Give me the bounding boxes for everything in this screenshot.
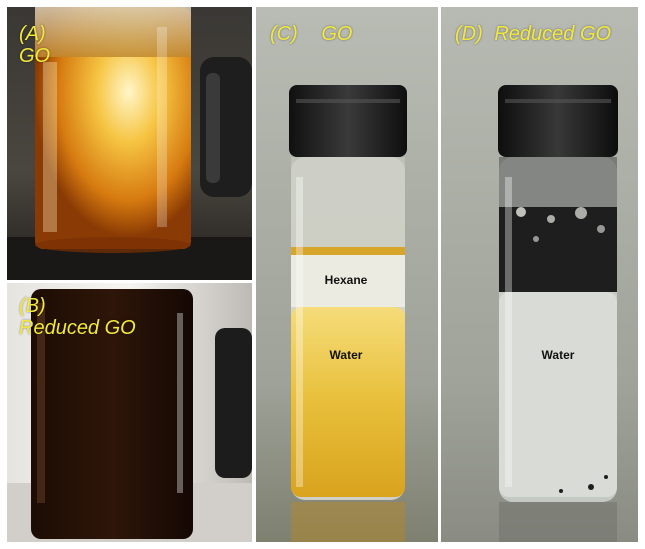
go-two-phase-vial-illustration xyxy=(256,7,438,542)
reduced-go-two-phase-vial-illustration xyxy=(441,7,638,542)
reduced-go-vial-illustration xyxy=(7,283,252,542)
panel-d-title: Reduced GO xyxy=(494,23,612,45)
panel-b-reduced-go-vial-photo: (B) Reduced GO xyxy=(7,283,252,542)
panel-c-go-two-phase-photo: (C) GO Hexane Water xyxy=(256,7,438,542)
panel-b-title: Reduced GO xyxy=(19,317,136,339)
water-layer-label-reduced-go: Water xyxy=(541,348,575,362)
panel-c-letter: (C) xyxy=(270,23,298,45)
panel-c-title: GO xyxy=(321,23,353,45)
water-layer-label-go: Water xyxy=(329,348,363,362)
panel-d-letter: (D) xyxy=(455,23,483,45)
panel-a-go-vial-photo: (A) GO xyxy=(7,7,252,280)
panel-b-letter: (B) xyxy=(19,295,46,317)
panel-a-letter: (A) xyxy=(19,23,46,45)
panel-d-reduced-go-two-phase-photo: (D) Reduced GO Water xyxy=(441,7,638,542)
go-vial-illustration xyxy=(7,7,252,280)
hexane-layer-label: Hexane xyxy=(324,273,368,287)
panel-a-title: GO xyxy=(19,45,51,67)
